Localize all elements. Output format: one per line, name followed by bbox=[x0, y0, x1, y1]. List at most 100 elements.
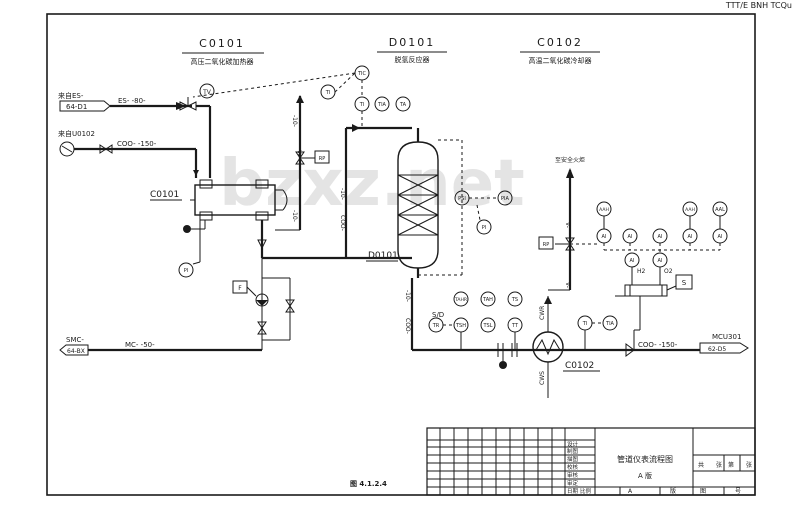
ms1-label: -10- bbox=[291, 115, 298, 127]
rp1-box bbox=[314, 150, 330, 164]
v2-label: V- bbox=[564, 222, 571, 228]
corner-text: TTT/E BNH TCQu bbox=[725, 1, 792, 10]
tb-row-3: 校核 bbox=[567, 463, 579, 471]
pi2-instrument bbox=[476, 219, 492, 235]
h2-label: H2 bbox=[637, 268, 646, 275]
flare-label: 至安全火炬 bbox=[555, 156, 585, 164]
aah2-label: AAH bbox=[685, 207, 695, 213]
tah-label: TAH bbox=[482, 297, 493, 303]
ti1-label: TI bbox=[325, 90, 331, 96]
equipment-header-c0102: C0102 高温二氧化碳冷却器 bbox=[520, 36, 600, 65]
co-line1-label: COO- -150- bbox=[117, 140, 157, 148]
tb-bottom-mid-1: 版 bbox=[670, 487, 676, 495]
tb-right-top-3: 张 bbox=[746, 461, 752, 469]
ts-label: TS bbox=[511, 297, 518, 303]
tr-label: TR bbox=[432, 323, 440, 329]
ai7-label: AI bbox=[658, 258, 663, 264]
c0101-label: C0101 bbox=[150, 190, 179, 200]
tb-right-bottom-0: 图 bbox=[700, 488, 706, 495]
v3-label: V- bbox=[564, 282, 571, 288]
equipment-header-c0101: C0101 高压二氧化碳加热器 bbox=[182, 37, 264, 66]
ai5-label: AI bbox=[718, 234, 723, 240]
co-destination: MCU301 62-D5 bbox=[699, 333, 749, 354]
c0102-cooler bbox=[532, 318, 564, 398]
tb-row-1: 制图 bbox=[567, 447, 579, 455]
header-tag-d0101: D0101 bbox=[389, 36, 435, 49]
analyzer-box bbox=[624, 284, 668, 297]
u-source-text: 来自U0102 bbox=[58, 129, 95, 138]
tb-title: 管道仪表流程图 bbox=[617, 454, 673, 464]
co-dest-sub: 62-D5 bbox=[708, 346, 726, 353]
tb-row-6: 日期 bbox=[567, 488, 579, 495]
ms3-label: -10- bbox=[339, 188, 346, 200]
ts-instrument bbox=[507, 291, 523, 307]
tsh-label: TSH bbox=[455, 323, 466, 329]
tb-row-0: 设计 bbox=[567, 440, 579, 448]
tb-row-5: 审定 bbox=[567, 479, 579, 487]
tb-right-top-1: 张 bbox=[716, 461, 722, 469]
es-source-label: 来自ES- 64-D1 bbox=[58, 91, 111, 112]
ai4-label: AI bbox=[688, 234, 693, 240]
ta-label: TA bbox=[399, 102, 407, 108]
ai6-label: AI bbox=[630, 258, 635, 264]
equipment-header-d0101: D0101 脱氢反应器 bbox=[377, 36, 447, 64]
psi-label: PSI bbox=[458, 196, 466, 202]
cws-label: CWS bbox=[539, 371, 546, 385]
figure-caption: 图 4.1.2.4 bbox=[350, 479, 387, 488]
tah-instrument bbox=[480, 291, 496, 307]
header-tag-c0102: C0102 bbox=[537, 36, 583, 49]
tahr-instrument bbox=[453, 291, 469, 307]
pia-label: PIA bbox=[501, 196, 509, 202]
aah1-label: AAH bbox=[599, 207, 609, 213]
tb-right-bottom-1: 号 bbox=[735, 488, 741, 495]
tia-label: TIA bbox=[377, 102, 387, 108]
tb-bottom-mid-0: A bbox=[628, 488, 633, 495]
co-dest-text: MCU301 bbox=[712, 333, 741, 341]
es-source-text: 来自ES- bbox=[58, 91, 84, 100]
tb-row-4: 审核 bbox=[567, 471, 579, 479]
header-tag-c0101: C0101 bbox=[199, 37, 245, 50]
tb-right-top-2: 第 bbox=[728, 461, 734, 469]
rp1-label: RP bbox=[319, 156, 326, 162]
cwr-label: CWR bbox=[539, 306, 546, 320]
c0102-label: C0102 bbox=[565, 361, 594, 371]
header-desc-d0101: 脱氢反应器 bbox=[395, 55, 430, 64]
ti3-label: TI bbox=[582, 321, 588, 327]
analyzers: AAH AI AI AI AAH AI AAL AI AI AI H2 O2 bbox=[596, 201, 728, 285]
co-out-label: COO- -150- bbox=[638, 341, 678, 349]
co-vert2: COO- bbox=[404, 318, 411, 334]
s-label: S bbox=[682, 279, 687, 287]
tb-row-7: 比例 bbox=[580, 487, 592, 495]
f-label: F bbox=[238, 285, 242, 292]
pi2-label: PI bbox=[482, 225, 487, 231]
v1-label: V- bbox=[295, 150, 302, 156]
aal-label: AAL bbox=[715, 207, 725, 213]
tahr-label: TAHR bbox=[454, 297, 467, 303]
d0101-reactor bbox=[397, 128, 439, 278]
tia2-label: TIA bbox=[605, 321, 615, 327]
tv-label: TV bbox=[202, 89, 212, 96]
pia-instrument bbox=[497, 190, 513, 206]
ms2-label: -10- bbox=[291, 210, 298, 222]
rp2-box bbox=[538, 236, 554, 250]
ta-instrument bbox=[395, 96, 411, 112]
es-line-label: ES- -80- bbox=[118, 97, 146, 105]
tsl-label: TSL bbox=[482, 323, 492, 329]
ti2-label: TI bbox=[359, 102, 365, 108]
tb-row-2: 描图 bbox=[567, 455, 579, 463]
drawing-border bbox=[46, 13, 756, 496]
watermark: bzxz.net bbox=[219, 147, 524, 221]
o2-label: O2 bbox=[664, 268, 673, 275]
pi1-instrument bbox=[178, 262, 194, 278]
sd-label: S/D bbox=[432, 311, 444, 319]
u-source: 来自U0102 bbox=[58, 129, 95, 157]
ms-vert2: -10- bbox=[404, 290, 411, 302]
ai2-label: AI bbox=[628, 234, 633, 240]
header-desc-c0102: 高温二氧化碳冷却器 bbox=[529, 56, 592, 65]
mc-dest-sub: 64-BX bbox=[67, 348, 85, 355]
tia-instrument bbox=[374, 96, 390, 112]
tic-label: TIC bbox=[357, 71, 367, 77]
ai3-label: AI bbox=[658, 234, 663, 240]
tb-subtitle: A 版 bbox=[638, 471, 652, 480]
d0101-label: D0101 bbox=[368, 251, 398, 261]
